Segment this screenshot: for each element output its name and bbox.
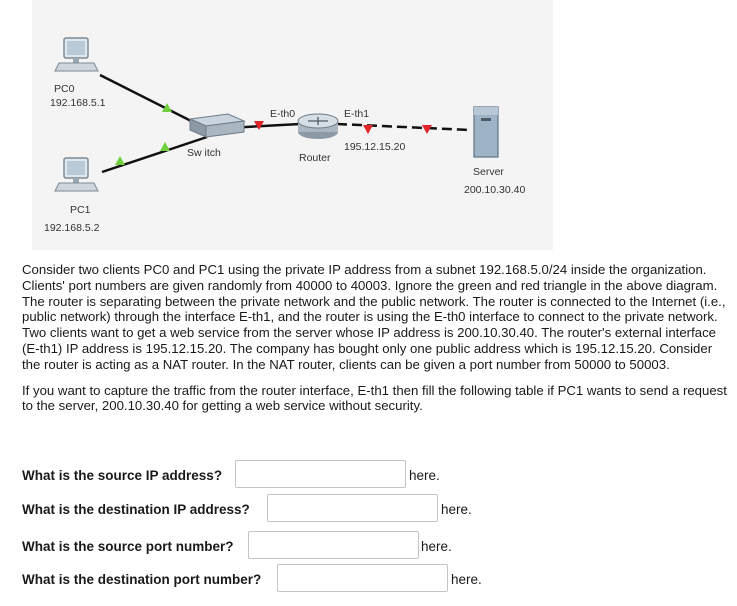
pc1-name: PC1 bbox=[70, 204, 91, 216]
question-destination-ip-label: What is the destination IP address? bbox=[22, 502, 250, 517]
question-source-ip-label: What is the source IP address? bbox=[22, 468, 223, 483]
question-text: Consider two clients PC0 and PC1 using t… bbox=[22, 262, 730, 414]
source-port-input[interactable] bbox=[248, 531, 419, 559]
destination-port-input[interactable] bbox=[277, 564, 448, 592]
server-ip: 200.10.30.40 bbox=[464, 184, 526, 196]
link-router-server bbox=[336, 122, 471, 132]
link-up-triangle bbox=[115, 156, 125, 165]
destination-port-suffix: here. bbox=[451, 572, 482, 587]
diagram-canvas bbox=[54, 37, 499, 192]
router-name: Router bbox=[299, 152, 331, 164]
switch-icon[interactable] bbox=[188, 113, 246, 138]
question-source-port-label: What is the source port number? bbox=[22, 539, 234, 554]
destination-ip-input[interactable] bbox=[267, 494, 438, 522]
router-icon[interactable] bbox=[297, 113, 339, 139]
link-down-triangle bbox=[422, 125, 432, 134]
destination-ip-suffix: here. bbox=[441, 502, 472, 517]
source-ip-input[interactable] bbox=[235, 460, 406, 488]
network-diagram: PC0 192.168.5.1 PC1 192.168.5.2 Sw itch … bbox=[32, 0, 553, 250]
scenario-paragraph: Consider two clients PC0 and PC1 using t… bbox=[22, 262, 726, 372]
link-pc1-switch bbox=[101, 135, 208, 174]
switch-name: Sw itch bbox=[187, 147, 221, 159]
question-destination-port-label: What is the destination port number? bbox=[22, 572, 262, 587]
pc1-icon[interactable] bbox=[54, 157, 99, 192]
link-down-triangle bbox=[254, 121, 264, 130]
source-ip-suffix: here. bbox=[409, 468, 440, 483]
pc0-icon[interactable] bbox=[54, 37, 99, 72]
router-eth1-label: E-th1 bbox=[344, 108, 370, 120]
pc1-ip: 192.168.5.2 bbox=[44, 222, 100, 234]
server-icon[interactable] bbox=[473, 106, 499, 158]
source-port-suffix: here. bbox=[421, 539, 452, 554]
link-up-triangle bbox=[160, 142, 170, 151]
instruction-paragraph: If you want to capture the traffic from … bbox=[22, 382, 727, 414]
link-pc0-switch bbox=[99, 73, 208, 131]
server-name: Server bbox=[473, 166, 504, 178]
pc0-name: PC0 bbox=[54, 83, 75, 95]
router-eth1-ip: 195.12.15.20 bbox=[344, 141, 406, 153]
link-up-triangle bbox=[162, 103, 172, 112]
pc0-ip: 192.168.5.1 bbox=[50, 97, 106, 109]
link-down-triangle bbox=[363, 125, 373, 134]
router-eth0-label: E-th0 bbox=[270, 108, 296, 120]
